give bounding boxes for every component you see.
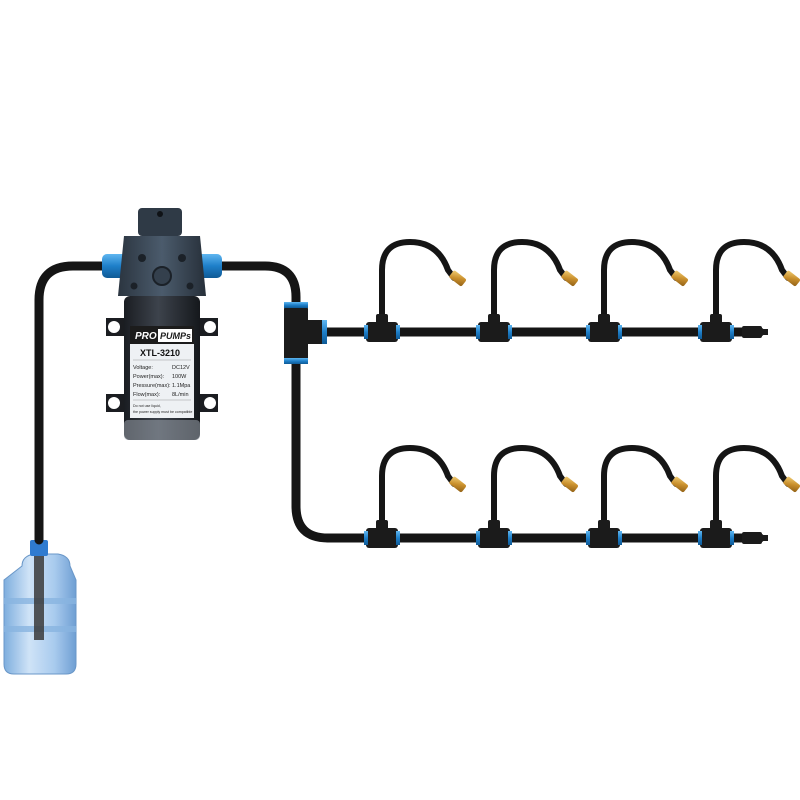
bottle-cap — [30, 540, 48, 556]
tee-fitting — [478, 322, 510, 342]
blue-lock-ring — [476, 325, 480, 339]
spec-key-flow: Flow(max): — [133, 392, 161, 398]
tee-fitting — [366, 528, 398, 548]
flex-hose — [379, 444, 457, 533]
brass-nozzle — [783, 476, 800, 493]
tee-connector — [284, 302, 327, 364]
blue-lock-ring — [364, 531, 368, 545]
spec-key-voltage: Voltage: — [133, 365, 153, 371]
outlet-hose — [215, 261, 301, 323]
flex-hose — [713, 238, 791, 327]
tee-fitting — [478, 528, 510, 548]
end-cap-lower — [742, 532, 768, 544]
blue-lock-ring — [396, 325, 400, 339]
blue-lock-ring — [618, 325, 622, 339]
brass-nozzle — [561, 270, 578, 287]
flex-hose — [713, 444, 791, 533]
spec-table: Voltage: DC12V Power(max): 100W Pressure… — [133, 365, 191, 398]
brass-nozzle — [449, 270, 466, 287]
blue-lock-ring — [730, 325, 734, 339]
blue-lock-ring — [364, 325, 368, 339]
flex-hose — [491, 238, 569, 327]
spec-value-pressure: 1.1Mpa — [172, 383, 191, 389]
suction-tube — [34, 556, 44, 640]
tee-fitting — [366, 322, 398, 342]
nozzle-assembly — [586, 238, 688, 342]
blue-lock-ring — [618, 531, 622, 545]
suction-hose — [34, 261, 113, 545]
flex-hose — [379, 238, 457, 327]
brass-nozzle — [671, 270, 688, 287]
blue-lock-ring — [476, 531, 480, 545]
tee-fitting — [700, 322, 732, 342]
nozzle-assemblies — [364, 238, 800, 548]
blue-lock-ring — [586, 325, 590, 339]
lower-feed-hose — [291, 355, 375, 543]
nozzle-assembly — [476, 444, 578, 548]
blue-lock-ring — [730, 531, 734, 545]
brass-nozzle — [671, 476, 688, 493]
spec-key-power: Power(max): — [133, 374, 165, 380]
blue-lock-ring — [508, 531, 512, 545]
spec-value-power: 100W — [172, 374, 187, 380]
end-cap-upper — [742, 326, 768, 338]
brand-pro: PRO — [135, 331, 157, 342]
tee-fitting — [700, 528, 732, 548]
fine-print-line-1: Do not use liquid, — [133, 404, 161, 408]
blue-lock-ring — [586, 531, 590, 545]
nozzle-assembly — [364, 444, 466, 548]
model-number: XTL-3210 — [140, 348, 180, 358]
blue-lock-ring — [698, 531, 702, 545]
blue-lock-ring — [698, 325, 702, 339]
flex-hose — [601, 444, 679, 533]
tee-fitting — [588, 528, 620, 548]
spec-value-voltage: DC12V — [172, 365, 190, 371]
brass-nozzle — [449, 476, 466, 493]
brand-pumps: PUMPs — [160, 331, 191, 341]
brass-nozzle — [561, 476, 578, 493]
tee-fitting — [588, 322, 620, 342]
brass-nozzle — [783, 270, 800, 287]
blue-lock-ring — [396, 531, 400, 545]
nozzle-assembly — [586, 444, 688, 548]
diaphragm-pump: PRO PUMPs XTL-3210 Voltage: DC12V Power(… — [102, 208, 222, 440]
flex-hose — [491, 444, 569, 533]
flex-hose — [601, 238, 679, 327]
spec-value-flow: 8L/min — [172, 392, 189, 398]
water-bottle — [3, 540, 77, 675]
blue-lock-ring — [508, 325, 512, 339]
nozzle-assembly — [476, 238, 578, 342]
pressure-switch — [138, 208, 182, 236]
nozzle-assembly — [698, 238, 800, 342]
nozzle-assembly — [698, 444, 800, 548]
fine-print-line-2: the power supply must be compatible — [133, 410, 192, 414]
nozzle-assembly — [364, 238, 466, 342]
spec-key-pressure: Pressure(max): — [133, 383, 171, 389]
